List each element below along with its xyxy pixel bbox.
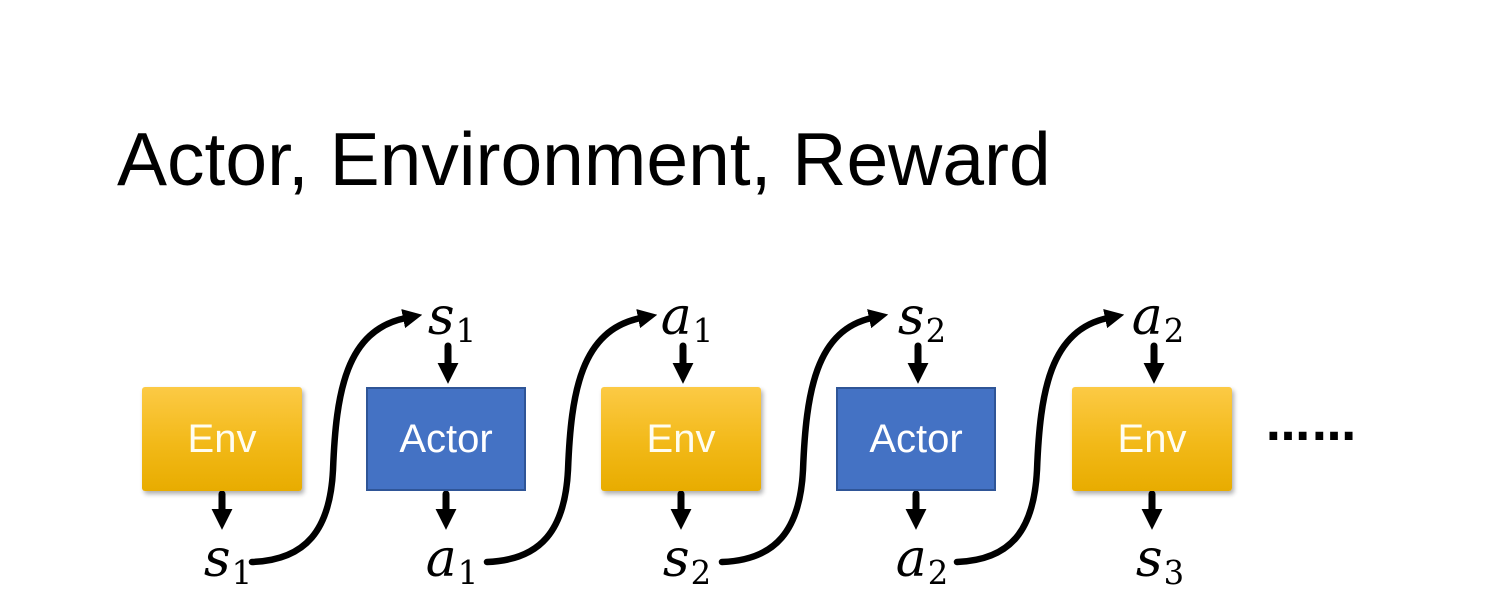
label-base: s <box>662 529 690 589</box>
continuation-ellipsis: …… <box>1266 400 1358 451</box>
label-sub: 1 <box>457 553 479 592</box>
label-base: a <box>425 529 457 589</box>
label-sub: 1 <box>692 311 714 350</box>
label-sub: 3 <box>1163 553 1185 592</box>
env-box-2: Env <box>601 387 761 491</box>
label-sub: 2 <box>690 553 712 592</box>
bottom-label-s3: s3 <box>1136 533 1184 589</box>
label-base: s <box>1135 529 1163 589</box>
label-sub: 2 <box>1163 311 1185 350</box>
top-label-s2: s2 <box>898 291 946 347</box>
top-label-s1: s1 <box>428 291 476 347</box>
env-box-3: Env <box>1072 387 1232 491</box>
bottom-label-s1: s1 <box>204 533 252 589</box>
top-label-a1: a1 <box>661 291 714 347</box>
label-sub: 2 <box>927 553 949 592</box>
actor-box-1: Actor <box>366 387 526 491</box>
bottom-label-s2: s2 <box>663 533 711 589</box>
label-base: a <box>895 529 927 589</box>
label-sub: 2 <box>925 311 947 350</box>
label-base: s <box>203 529 231 589</box>
env-box-1: Env <box>142 387 302 491</box>
page-title: Actor, Environment, Reward <box>117 117 1051 201</box>
box-label: Actor <box>399 417 493 461</box>
label-base: s <box>897 287 925 347</box>
bottom-label-a1: a1 <box>426 533 479 589</box>
box-label: Env <box>187 417 257 461</box>
top-label-a2: a2 <box>1132 291 1185 347</box>
actor-box-2: Actor <box>836 387 996 491</box>
label-sub: 1 <box>455 311 477 350</box>
box-label: Actor <box>869 417 963 461</box>
box-label: Env <box>1117 417 1187 461</box>
bottom-label-a2: a2 <box>896 533 949 589</box>
label-base: a <box>1131 287 1163 347</box>
box-label: Env <box>646 417 716 461</box>
label-sub: 1 <box>231 553 253 592</box>
label-base: s <box>427 287 455 347</box>
label-base: a <box>660 287 692 347</box>
